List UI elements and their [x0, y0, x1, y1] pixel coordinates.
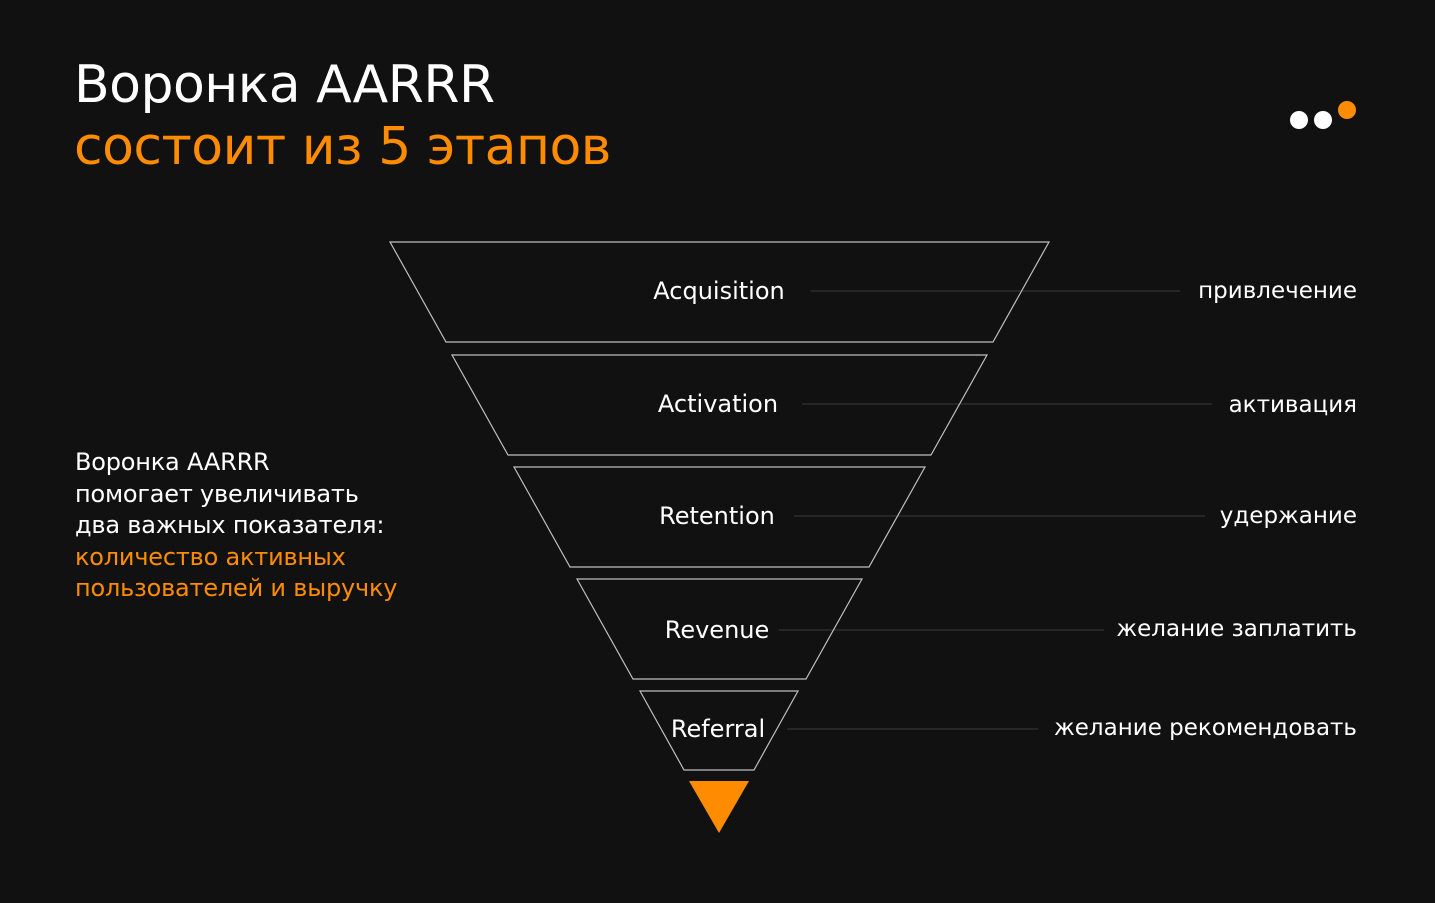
stage-label: Acquisition [653, 277, 784, 305]
funnel-stage-retention [512, 466, 927, 568]
stage-label: Retention [659, 502, 775, 530]
stage-translation: желание заплатить [1116, 616, 1357, 642]
stage-translation: активация [1229, 392, 1357, 418]
brand-logo [1288, 100, 1358, 130]
description-line: помогает увеличивать [75, 479, 359, 508]
stage-label: Revenue [665, 616, 770, 644]
funnel-description: Воронка AARRR помогает увеличивать два в… [75, 447, 415, 605]
funnel-stage-referral [638, 690, 800, 771]
stage-translation: удержание [1220, 503, 1357, 529]
page-title: Воронка AARRR состоит из 5 этапов [74, 54, 611, 178]
description-highlight: пользователей и выручку [75, 574, 398, 602]
funnel-stage-acquisition [388, 241, 1051, 343]
logo-dot-2 [1314, 111, 1332, 129]
title-line-accent: состоит из 5 этапов [74, 117, 611, 177]
logo-dot-1 [1290, 111, 1308, 129]
funnel-stage-revenue [575, 578, 864, 680]
description-highlight: количество активных [75, 542, 346, 571]
funnel-arrow-icon [689, 781, 749, 833]
stage-label: Activation [658, 390, 778, 418]
stage-translation: привлечение [1198, 278, 1357, 304]
stage-translation: желание рекомендовать [1054, 715, 1357, 741]
description-line: Воронка AARRR [75, 448, 270, 476]
logo-dot-3 [1338, 101, 1356, 119]
stage-label: Referral [671, 715, 765, 743]
funnel-stage-activation [450, 354, 989, 456]
title-line-main: Воронка AARRR [74, 55, 495, 115]
description-line: два важных показателя: [75, 511, 385, 539]
